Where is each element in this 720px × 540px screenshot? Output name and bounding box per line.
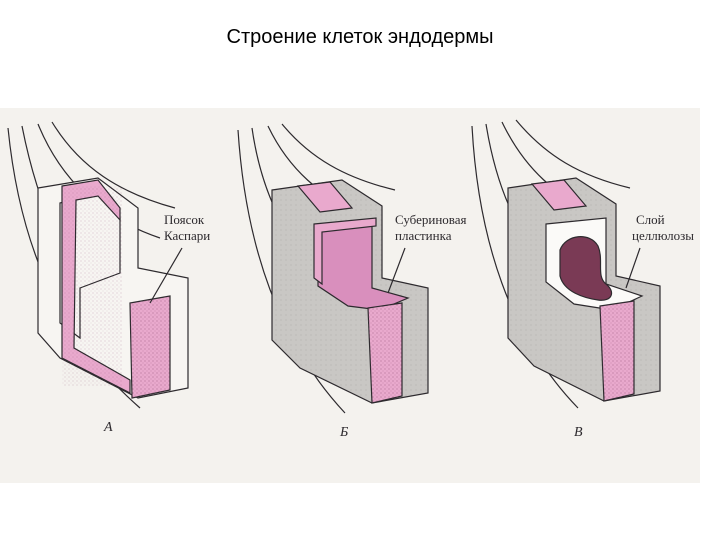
label-leader [387, 247, 406, 294]
casparian-strip-top [530, 179, 588, 211]
panel-c-letter: В [574, 425, 583, 440]
casparian-strip-dots [62, 186, 122, 386]
diagram-svg: Поясок Каспари А Субериновая пластинка Б [0, 108, 700, 483]
panel-a-label-line-2: Каспари [164, 228, 210, 243]
cortex-line [515, 119, 631, 189]
panel-b [237, 123, 429, 414]
label-leader [149, 247, 183, 304]
endodermis-diagram: Поясок Каспари А Субериновая пластинка Б [0, 108, 720, 508]
panel-c-label-line-1: Слой [636, 212, 665, 227]
panel-b-label-line-1: Субериновая [395, 212, 467, 227]
casparian-strip-front-dots [368, 303, 402, 403]
cortex-line [281, 123, 396, 191]
cortex-line [237, 129, 346, 414]
protoplast [559, 236, 613, 301]
panel-a-label-line-1: Поясок [164, 212, 205, 227]
cortex-line [51, 121, 176, 209]
casparian-strip-top [296, 181, 354, 213]
casparian-strip-front-dots [130, 296, 170, 398]
panel-c [471, 119, 661, 409]
panel-a-letter: А [103, 420, 113, 435]
slide-title: Строение клеток эндодермы [226, 26, 494, 48]
panel-b-letter: Б [339, 425, 348, 440]
panel-b-label-line-2: пластинка [395, 228, 452, 243]
label-leader [625, 247, 641, 289]
panel-c-label-line-2: целлюлозы [632, 228, 694, 243]
casparian-strip-front-dots [600, 301, 634, 401]
suberin-lamella-edge [313, 217, 377, 286]
panel-a [7, 121, 189, 409]
cortex-line [471, 125, 579, 409]
